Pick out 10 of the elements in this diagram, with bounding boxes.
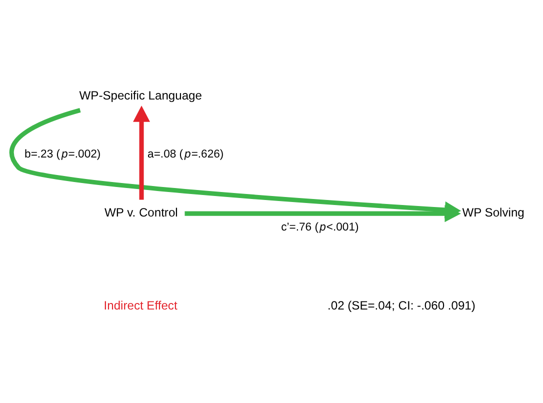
edge-label: c’=.76 (p<.001) bbox=[281, 222, 359, 234]
edge-label: b=.23 (p=.002) bbox=[24, 148, 101, 160]
arrow bbox=[133, 106, 150, 200]
label: Indirect Effect bbox=[104, 298, 178, 312]
arrow bbox=[184, 205, 461, 222]
edge-label: a=.08 (p=.626) bbox=[148, 148, 224, 160]
node-text: WP Solving bbox=[462, 205, 524, 220]
node-text: WP v. Control bbox=[104, 205, 178, 220]
label: .02 (SE=.04; CI: -.060 .091) bbox=[328, 298, 476, 312]
node-text: WP-Specific Language bbox=[79, 88, 202, 102]
